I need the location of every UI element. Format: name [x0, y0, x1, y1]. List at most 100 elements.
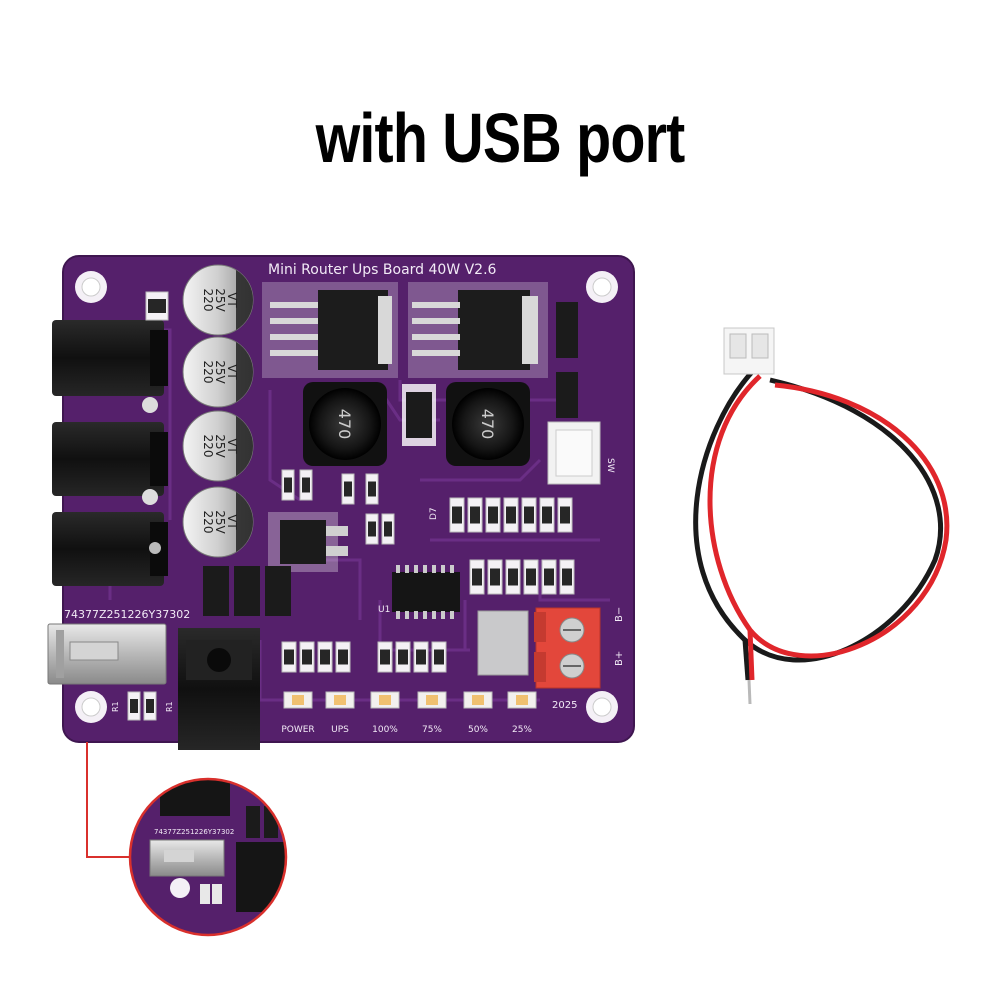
smd-resistor	[487, 559, 503, 595]
d7-label: D7	[429, 507, 439, 520]
smd-resistor	[395, 641, 411, 673]
smd-resistor	[431, 641, 447, 673]
smd-resistor	[299, 641, 315, 673]
jst-cable	[693, 327, 950, 705]
smd-resistor	[335, 641, 351, 673]
pcb-board: Mini Router Ups Board 40W V2.6 22025VVT2…	[47, 255, 635, 750]
smd-resistor	[317, 641, 333, 673]
diode	[203, 566, 229, 616]
status-led: 75%	[417, 691, 447, 735]
ic-pin	[396, 565, 400, 573]
ic-pin	[414, 611, 418, 619]
status-led: 25%	[507, 691, 537, 735]
smd-resistor	[127, 691, 141, 721]
dc-jack-small	[178, 628, 260, 750]
smd-resistor	[365, 473, 379, 505]
smd-resistor	[505, 559, 521, 595]
capacitor-marking: 25V	[213, 510, 227, 534]
smd-resistor	[341, 473, 355, 505]
status-led: UPS	[325, 691, 355, 735]
smd-resistor	[557, 497, 573, 533]
year-label: 2025	[552, 700, 577, 711]
led-label: 50%	[468, 725, 488, 735]
ic-pin	[432, 611, 436, 619]
capacitor-marking: 220	[201, 361, 215, 384]
capacitor-marking: VT	[225, 292, 239, 308]
smd-resistor	[281, 469, 295, 501]
smd-resistor	[377, 641, 393, 673]
smd-resistor	[523, 559, 539, 595]
diode	[556, 372, 578, 418]
capacitor-marking: 25V	[213, 288, 227, 312]
capacitor-marking: 220	[201, 511, 215, 534]
smd-resistor	[143, 691, 157, 721]
mounting-hole	[586, 271, 618, 303]
dc-jack	[52, 512, 168, 586]
ic-pin	[450, 611, 454, 619]
inductor: 470	[446, 382, 530, 466]
usb-port	[47, 623, 167, 685]
u1-label: U1	[378, 605, 390, 615]
b-minus-label: B−	[614, 607, 625, 622]
regulator-chip	[262, 282, 398, 378]
mounting-hole	[586, 691, 618, 723]
capacitor-marking: VT	[225, 438, 239, 454]
diode	[234, 566, 260, 616]
smd-resistor	[281, 641, 297, 673]
dc-jack	[52, 320, 168, 413]
sw-label: SW	[605, 458, 615, 473]
zoom-inset: 74377Z251226Y37302	[128, 777, 288, 937]
r1-label: R1	[111, 701, 120, 712]
headline: with USB port	[315, 99, 686, 177]
capacitor-marking: 220	[201, 289, 215, 312]
smd-resistor	[467, 497, 483, 533]
jst-connector	[547, 421, 601, 485]
regulator-chip	[408, 282, 548, 378]
smd-resistor	[299, 469, 313, 501]
smd-resistors	[127, 291, 575, 721]
smd-resistor	[449, 497, 465, 533]
smd-resistor	[485, 497, 501, 533]
status-led: 50%	[463, 691, 493, 735]
heat-pad	[477, 610, 529, 676]
smd-resistor	[521, 497, 537, 533]
b-plus-label: B+	[614, 651, 625, 666]
smd-resistor	[365, 513, 379, 545]
capacitor-marking: VT	[225, 514, 239, 530]
screw-terminal	[534, 607, 601, 689]
smd-resistor	[539, 497, 555, 533]
diode	[556, 302, 578, 358]
ic-pin	[396, 611, 400, 619]
jst-plug	[723, 327, 775, 375]
status-led: POWER	[281, 691, 315, 735]
ic-pin	[405, 611, 409, 619]
smd-resistor	[381, 513, 395, 545]
ic-pin	[441, 565, 445, 573]
board-title: Mini Router Ups Board 40W V2.6	[268, 262, 497, 278]
smd-resistor	[469, 559, 485, 595]
ic-pin	[432, 565, 436, 573]
smd-resistor	[541, 559, 557, 595]
smd-resistor	[559, 559, 575, 595]
ic-pin	[450, 565, 454, 573]
ic-pin	[423, 565, 427, 573]
led-label: 25%	[512, 725, 532, 735]
transistor	[268, 512, 348, 572]
mounting-hole	[75, 691, 107, 723]
capacitor-marking: 25V	[213, 360, 227, 384]
capacitor-marking: VT	[225, 364, 239, 380]
ic-pin	[423, 611, 427, 619]
diode	[402, 384, 436, 446]
r1-label: R1	[165, 701, 174, 712]
inset-serial: 74377Z251226Y37302	[154, 828, 234, 836]
dc-jack	[52, 422, 168, 505]
capacitor-marking: 25V	[213, 434, 227, 458]
ic-pin	[414, 565, 418, 573]
callout-line	[86, 742, 130, 858]
